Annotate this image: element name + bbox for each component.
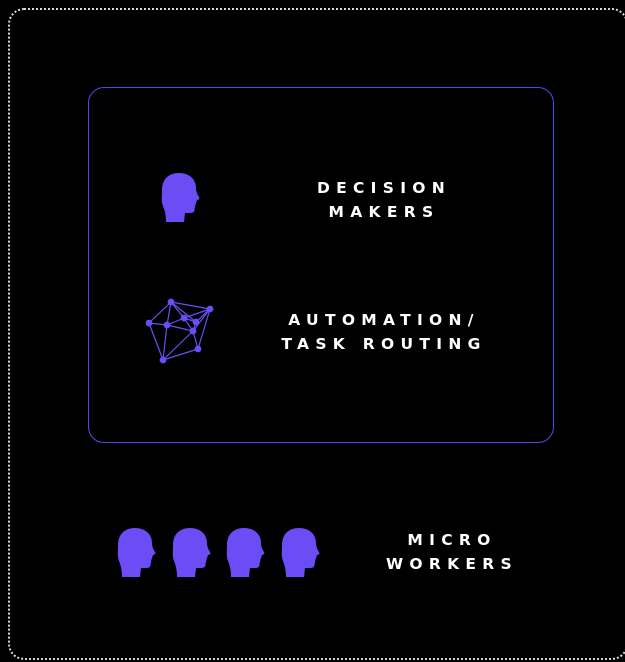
head-profile-icon xyxy=(172,528,211,577)
decision-makers-label: DECISION MAKERS xyxy=(286,176,482,224)
micro-workers-line1: MICRO xyxy=(407,531,497,549)
management-box xyxy=(88,87,554,443)
head-profile-icon xyxy=(117,528,156,577)
decision-makers-line1: DECISION xyxy=(316,179,452,197)
head-profile-icon xyxy=(281,528,320,577)
head-profile-icon xyxy=(161,173,200,222)
micro-workers-label: MICRO WORKERS xyxy=(372,528,532,576)
micro-workers-line2: WORKERS xyxy=(385,555,518,573)
head-profile-icon xyxy=(226,528,265,577)
network-graph-icon xyxy=(145,298,214,364)
automation-line1: AUTOMATION/ xyxy=(288,311,480,329)
outer-frame xyxy=(8,8,625,660)
decision-makers-line2: MAKERS xyxy=(328,203,440,221)
automation-line2: TASK ROUTING xyxy=(281,335,487,353)
automation-label: AUTOMATION/ TASK ROUTING xyxy=(270,308,498,356)
